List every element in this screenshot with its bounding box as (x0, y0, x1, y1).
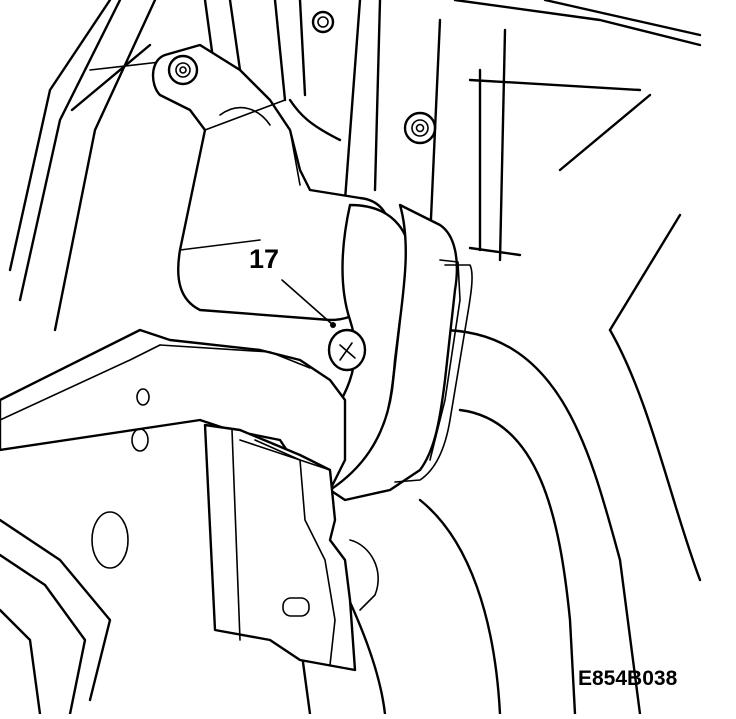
left-frame-rails (0, 0, 161, 716)
nut-icon (311, 10, 335, 34)
callout-label: 17 (249, 244, 280, 274)
callout-dot (330, 322, 336, 328)
nut-icon (403, 111, 437, 145)
upper-hinge-arm (151, 43, 392, 322)
figure-id: E854B038 (578, 667, 678, 690)
screw-icon (327, 328, 367, 372)
callout-leader (281, 279, 334, 326)
bracket-tab (203, 423, 379, 672)
right-frame-rails (203, 0, 702, 716)
nut-icon (167, 54, 199, 86)
